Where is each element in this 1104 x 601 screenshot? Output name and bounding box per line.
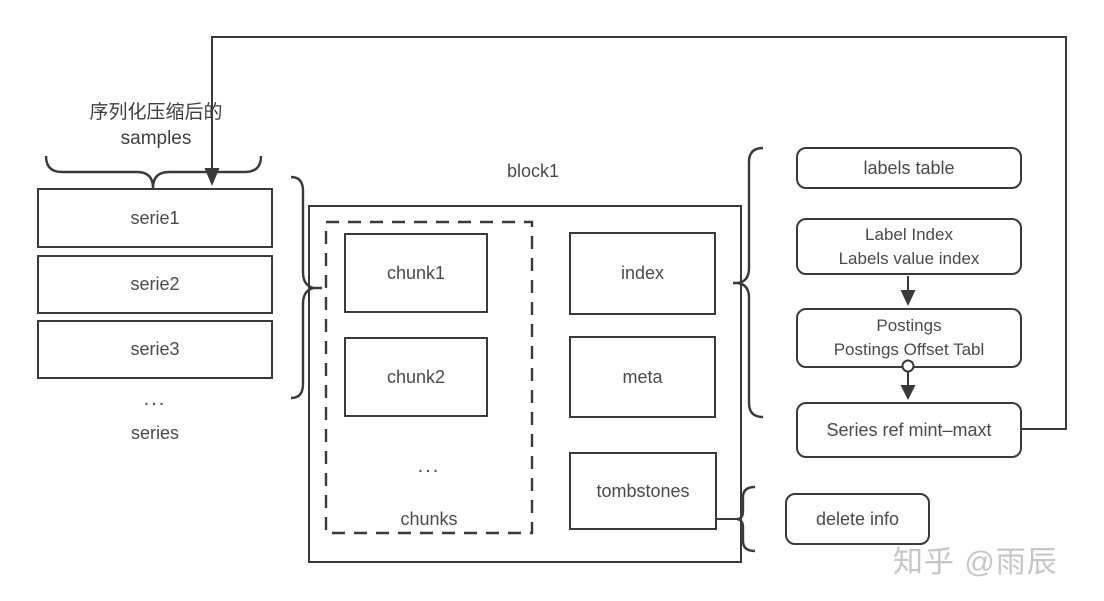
chunk2-label: chunk2	[386, 366, 446, 387]
postings-arrowhead-icon	[900, 290, 916, 306]
meta-label: meta	[622, 366, 663, 387]
series-caption: series	[130, 422, 179, 443]
label-index-box: Label Index Labels value index	[796, 218, 1022, 275]
serie2-box: serie2	[37, 255, 273, 314]
serie1-label: serie1	[130, 207, 180, 228]
chunk1-box: chunk1	[344, 233, 488, 313]
chunks-ellipsis: ...	[417, 454, 441, 477]
series-ref-box: Series ref mint–maxt	[796, 402, 1022, 458]
serie2-label: serie2	[130, 274, 180, 295]
serie3-label: serie3	[130, 339, 180, 360]
label-index-line1: Label Index	[865, 224, 953, 244]
chunk2-box: chunk2	[344, 337, 488, 417]
labels-table-box: labels table	[796, 147, 1022, 189]
label-index-line2: Labels value index	[838, 248, 980, 268]
watermark: 知乎 @雨辰	[893, 546, 1058, 579]
index-box: index	[569, 232, 716, 315]
postings-box: Postings Postings Offset Tabl	[796, 308, 1022, 368]
serie1-box: serie1	[37, 188, 273, 248]
tombstones-box: tombstones	[569, 452, 717, 530]
delete-info-label: delete info	[815, 508, 900, 529]
serie3-box: serie3	[37, 320, 273, 379]
samples-brace	[44, 155, 263, 189]
series-ref-arrowhead-icon	[900, 385, 916, 400]
postings-line1: Postings	[876, 316, 942, 335]
samples-annotation-line2: samples	[120, 128, 192, 149]
serie1-arrowhead-icon	[204, 168, 220, 186]
samples-annotation: 序列化压缩后的 samples	[40, 100, 272, 152]
delete-info-box: delete info	[785, 493, 930, 545]
tombstones-label: tombstones	[596, 480, 690, 501]
index-label: index	[620, 263, 665, 284]
samples-annotation-line1: 序列化压缩后的	[89, 102, 223, 123]
labels-table-label: labels table	[863, 157, 955, 178]
block1-title: block1	[506, 160, 560, 181]
postings-line2: Postings Offset Tabl	[833, 340, 985, 359]
chunk1-label: chunk1	[386, 262, 446, 283]
series-ellipsis: ...	[143, 387, 167, 410]
series-ref-label: Series ref mint–maxt	[826, 419, 992, 440]
meta-box: meta	[569, 336, 716, 418]
chunks-caption: chunks	[400, 508, 458, 529]
